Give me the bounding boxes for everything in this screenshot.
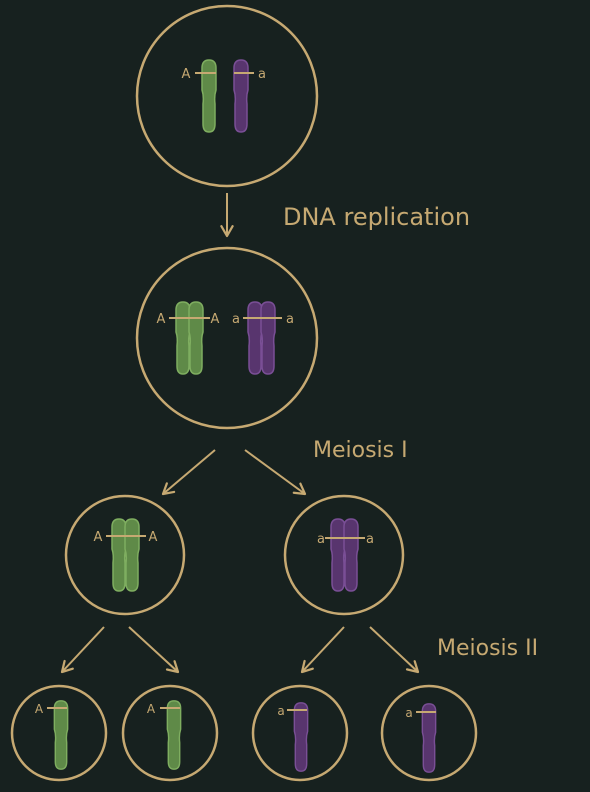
gamete-membrane (121, 684, 219, 782)
daughter-cell-A: A A (64, 494, 186, 616)
allele-label-a: a (232, 312, 240, 327)
allele-label-A: A (149, 530, 158, 545)
down-right-arrow (128, 626, 180, 674)
allele-label-a: a (405, 706, 412, 720)
allele-label-a: a (366, 532, 374, 547)
down-left-arrow (161, 449, 216, 496)
down-left-arrow (60, 626, 105, 674)
allele-label-a: a (258, 67, 266, 82)
gamete-A-1: A (10, 684, 108, 782)
replicated-cell-membrane (135, 246, 319, 430)
down-right-arrow (369, 626, 420, 674)
daughter-cell-a: a a (283, 494, 405, 616)
allele-label-a: a (277, 704, 284, 718)
down-right-arrow (244, 449, 307, 496)
allele-label-a: a (317, 532, 325, 547)
daughter-cell-membrane (283, 494, 405, 616)
parent-cell: A a (135, 4, 319, 188)
allele-label-a: a (286, 312, 294, 327)
allele-label-A: A (211, 312, 220, 327)
allele-label-A: A (94, 530, 103, 545)
gamete-membrane (10, 684, 108, 782)
meiosis-1-label: Meiosis I (313, 438, 408, 463)
down-left-arrow (300, 626, 345, 674)
allele-label-A: A (182, 67, 191, 82)
green-chromosome (201, 59, 217, 133)
dna-replication-label: DNA replication (283, 203, 470, 231)
gamete-a-2: a (380, 684, 478, 782)
parent-cell-membrane (135, 4, 319, 188)
green-sister-chromatids (175, 301, 204, 375)
gamete-a-1: a (251, 684, 349, 782)
replicated-cell: A A a a (135, 246, 319, 430)
allele-label-A: A (147, 702, 156, 716)
meiosis-2-label: Meiosis II (437, 636, 538, 661)
gamete-A-2: A (121, 684, 219, 782)
allele-label-A: A (157, 312, 166, 327)
purple-sister-chromatids (247, 301, 276, 375)
gamete-membrane (380, 684, 478, 782)
daughter-cell-membrane (64, 494, 186, 616)
allele-label-A: A (35, 702, 44, 716)
gamete-membrane (251, 684, 349, 782)
purple-chromosome (233, 59, 249, 133)
